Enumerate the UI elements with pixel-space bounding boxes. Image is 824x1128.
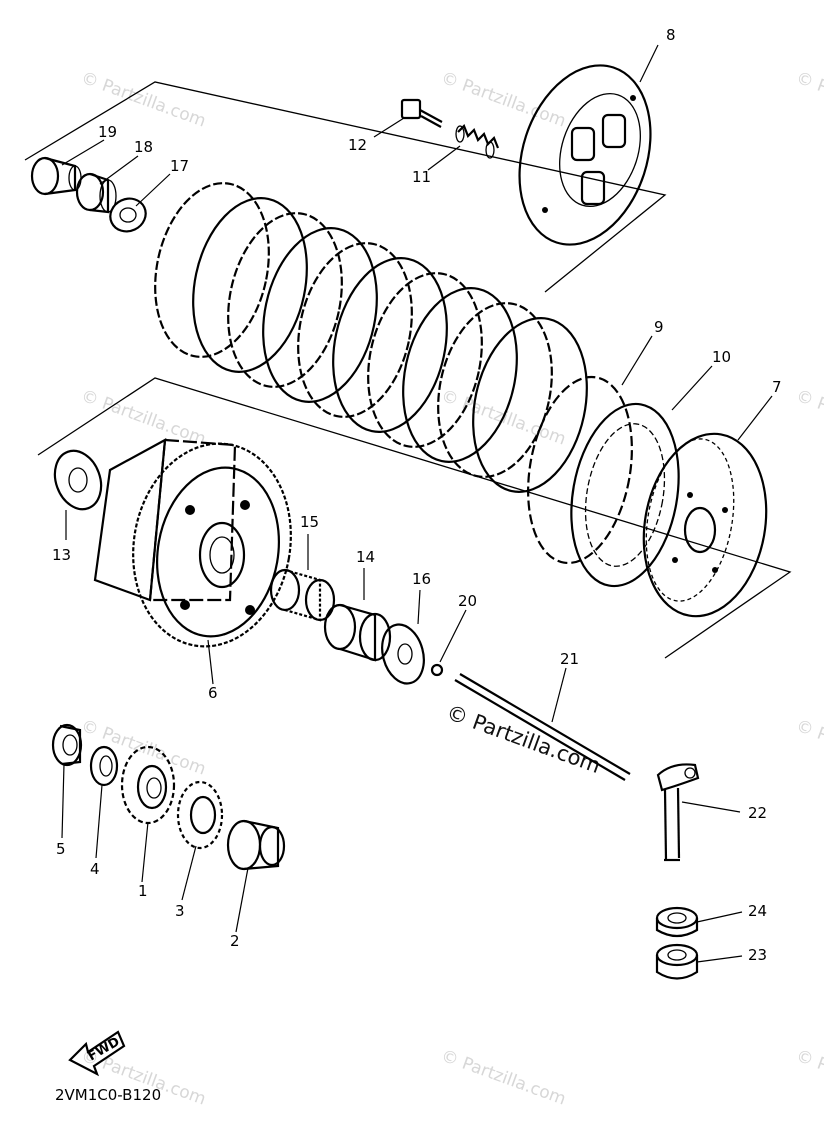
- callout-3: 3: [175, 902, 185, 920]
- callout-16: 16: [412, 570, 431, 588]
- callout-labels: 8 12 11 19 18 17 9 10 7 13 15 14 16 20 2…: [52, 26, 782, 964]
- watermark-text: © Partzilla.com: [793, 68, 824, 132]
- callout-2: 2: [230, 932, 240, 950]
- callout-17: 17: [170, 157, 189, 175]
- watermark-text: © Partzilla.com: [438, 1046, 568, 1110]
- watermark-text: © Partzilla.com: [793, 1046, 824, 1110]
- needle-bearing: [269, 568, 336, 622]
- push-lever-shaft: [656, 763, 700, 862]
- clutch-plate: [570, 402, 680, 588]
- upper-plane-outline: [24, 81, 667, 293]
- watermark-text: © Partzilla.com: [793, 386, 824, 450]
- steel-ball: [430, 663, 444, 677]
- callout-22: 22: [748, 804, 767, 822]
- callout-11: 11: [412, 168, 431, 186]
- lower-plane-outline: [37, 377, 792, 659]
- callout-21: 21: [560, 650, 579, 668]
- callout-12: 12: [348, 136, 367, 154]
- shaft-bearing: [655, 943, 699, 980]
- callout-6: 6: [208, 684, 218, 702]
- callout-18: 18: [134, 138, 153, 156]
- watermark-text: © Partzilla.com: [793, 716, 824, 780]
- bearing: [75, 172, 117, 214]
- friction-plate: [527, 375, 633, 565]
- callout-19: 19: [98, 123, 117, 141]
- watermark-text: © Partzilla.com: [438, 68, 568, 132]
- lock-washer-small: [89, 745, 119, 787]
- callout-13: 13: [52, 546, 71, 564]
- leader-lines: [61, 44, 773, 963]
- clutch-housing: [93, 438, 292, 648]
- callout-9: 9: [654, 318, 664, 336]
- pressure-plate: [518, 64, 652, 246]
- push-rod: [454, 673, 631, 781]
- spacer-collar: [226, 819, 286, 871]
- clutch-plate-stack: [154, 182, 588, 493]
- oil-seal: [655, 906, 699, 938]
- sleeve: [323, 603, 392, 662]
- clutch-spring: [455, 124, 500, 159]
- push-rod-end: [30, 156, 82, 196]
- watermark-text: © Partzilla.com: [78, 386, 208, 450]
- callout-14: 14: [356, 548, 375, 566]
- callout-20: 20: [458, 592, 477, 610]
- watermarks: © Partzilla.com © Partzilla.com © Partzi…: [78, 68, 824, 1110]
- callout-24: 24: [748, 902, 767, 920]
- callout-7: 7: [772, 378, 782, 396]
- thrust-washer: [53, 449, 103, 511]
- callout-15: 15: [300, 513, 319, 531]
- callout-8: 8: [666, 26, 676, 44]
- clutch-bolt: [400, 98, 443, 128]
- callout-23: 23: [748, 946, 767, 964]
- callout-4: 4: [90, 860, 100, 878]
- clutch-boss: [642, 432, 768, 618]
- callout-10: 10: [712, 348, 731, 366]
- drawing-code: 2VM1C0-B120: [55, 1086, 161, 1104]
- gear-small: [176, 780, 224, 850]
- callout-1: 1: [138, 882, 148, 900]
- lock-washer: [109, 197, 147, 233]
- lock-nut: [51, 723, 83, 767]
- callout-5: 5: [56, 840, 66, 858]
- plain-washer: [381, 623, 425, 685]
